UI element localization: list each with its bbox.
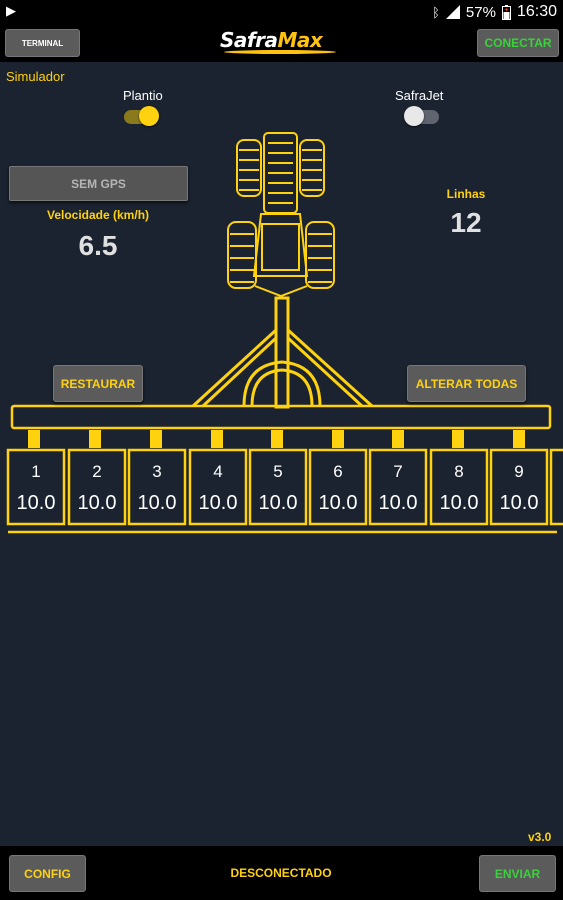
restore-button[interactable]: RESTAURAR bbox=[53, 365, 143, 402]
row-unit-4-value[interactable]: 10.0 bbox=[198, 492, 238, 514]
connect-button-label: CONECTAR bbox=[484, 36, 552, 50]
terminal-button-label: TERMINAL bbox=[21, 38, 64, 48]
row-unit-3-number: 3 bbox=[152, 462, 162, 481]
simulator-title: Simulador bbox=[6, 69, 65, 84]
safrajet-toggle[interactable] bbox=[404, 106, 439, 126]
row-unit-5-value[interactable]: 10.0 bbox=[258, 492, 298, 514]
row-unit-4-number: 4 bbox=[213, 462, 223, 481]
planter-diagram bbox=[6, 132, 563, 534]
speed-label: Velocidade (km/h) bbox=[46, 208, 150, 222]
config-button[interactable]: CONFIG bbox=[9, 855, 86, 892]
row-unit-7-value[interactable]: 10.0 bbox=[378, 492, 418, 514]
row-unit-9-value[interactable]: 10.0 bbox=[499, 492, 539, 514]
lines-value: 12 bbox=[450, 207, 482, 238]
logo-swoosh bbox=[224, 50, 336, 54]
lines-label: Linhas bbox=[446, 187, 486, 201]
status-icons: ᛒ 57% + 16:30 bbox=[432, 3, 557, 21]
row-unit-5-number: 5 bbox=[273, 462, 283, 481]
planter-toolbar bbox=[8, 404, 557, 534]
signal-icon bbox=[445, 5, 460, 19]
safrajet-label: SafraJet bbox=[395, 88, 444, 103]
safrajet-toggle-knob bbox=[404, 106, 424, 126]
speed-value: 6.5 bbox=[78, 230, 118, 261]
battery-percent: 57% bbox=[465, 3, 496, 21]
connection-status: DESCONECTADO bbox=[230, 866, 332, 880]
row-unit-1-number: 1 bbox=[31, 462, 41, 481]
row-unit-8-number: 8 bbox=[454, 462, 464, 481]
version-label: v3.0 bbox=[528, 830, 552, 844]
row-unit-2-value[interactable]: 10.0 bbox=[77, 492, 117, 514]
change-all-button-label: ALTERAR TODAS bbox=[415, 376, 518, 391]
row-unit-3-value[interactable]: 10.0 bbox=[137, 492, 177, 514]
svg-text:+: + bbox=[504, 7, 508, 14]
row-unit-6-value[interactable]: 10.0 bbox=[318, 492, 358, 514]
plantio-toggle[interactable] bbox=[124, 106, 159, 126]
terminal-button[interactable]: TERMINAL bbox=[5, 29, 80, 57]
row-unit-connectors bbox=[28, 430, 525, 448]
change-all-button[interactable]: ALTERAR TODAS bbox=[407, 365, 526, 402]
plantio-label: Plantio bbox=[123, 88, 163, 103]
send-button-label: ENVIAR bbox=[494, 866, 541, 881]
row-unit-9-number: 9 bbox=[514, 462, 524, 481]
logo-text-max: Max bbox=[277, 28, 323, 52]
row-unit-8-value[interactable]: 10.0 bbox=[439, 492, 479, 514]
row-unit-2-number: 2 bbox=[92, 462, 102, 481]
plantio-toggle-knob bbox=[139, 106, 159, 126]
tractor-icon bbox=[227, 132, 335, 298]
logo-text-safra: Safra bbox=[220, 28, 278, 52]
hitch-frame bbox=[191, 296, 374, 409]
row-unit-boxes bbox=[6, 448, 563, 526]
no-gps-button-label: SEM GPS bbox=[71, 176, 126, 191]
clock: 16:30 bbox=[516, 3, 557, 20]
bottom-bar bbox=[0, 846, 563, 900]
config-button-label: CONFIG bbox=[24, 866, 71, 881]
battery-icon: + bbox=[501, 4, 511, 20]
row-unit-7-number: 7 bbox=[393, 462, 403, 481]
row-unit-6-number: 6 bbox=[333, 462, 343, 481]
no-gps-button[interactable]: SEM GPS bbox=[9, 166, 188, 201]
play-store-icon: ▶ bbox=[6, 3, 16, 18]
status-bar: ▶ ᛒ 57% + 16:30 bbox=[0, 0, 563, 24]
send-button[interactable]: ENVIAR bbox=[479, 855, 556, 892]
row-unit-1-value[interactable]: 10.0 bbox=[16, 492, 56, 514]
connect-button[interactable]: CONECTAR bbox=[477, 29, 559, 57]
app-logo: SafraMax bbox=[220, 28, 340, 58]
bluetooth-icon: ᛒ bbox=[432, 4, 440, 20]
top-app-bar bbox=[0, 24, 563, 62]
restore-button-label: RESTAURAR bbox=[60, 376, 136, 391]
